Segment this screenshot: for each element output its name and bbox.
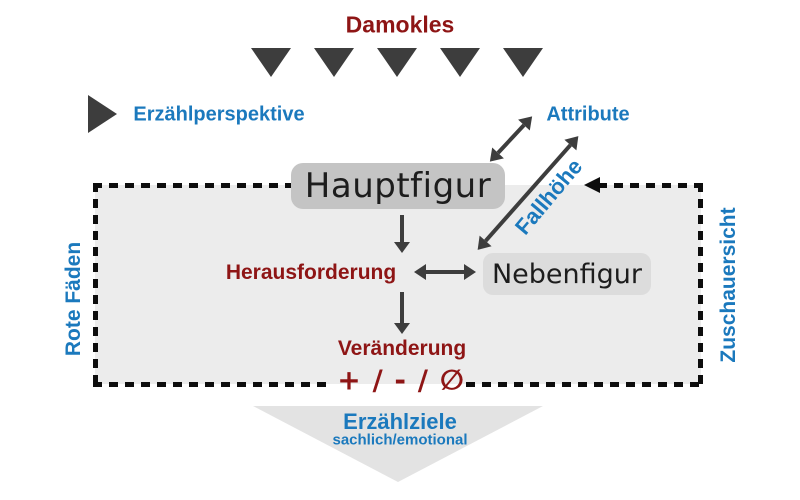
- arrowhead-left-icon: [584, 177, 600, 193]
- attribute-label: Attribute: [546, 103, 630, 126]
- triangle-right-icon: [88, 95, 117, 133]
- arrowhead-down-icon: [394, 323, 410, 334]
- erzaehlziele-sub-label: sachlich/emotional: [332, 431, 468, 449]
- triangle-down-icon: [251, 48, 291, 77]
- erzaehlperspektive-label: Erzählperspektive: [133, 103, 305, 126]
- dashed-border-bottom-right: [466, 382, 703, 387]
- zuschauersicht-label: Zuschauersicht: [717, 207, 740, 363]
- dashed-border-right: [698, 183, 703, 387]
- triangle-down-icon: [377, 48, 417, 77]
- damokles-label: Damokles: [345, 11, 455, 38]
- nebenfigur-label: Nebenfigur: [491, 258, 643, 290]
- herausforderung-label: Herausforderung: [225, 261, 397, 284]
- hauptfigur-label: Hauptfigur: [304, 166, 492, 206]
- arrow-herausforderung-to-veraenderung: [394, 292, 410, 334]
- arrowhead-icon: [464, 264, 476, 280]
- rote-faeden-label: Rote Fäden: [62, 241, 85, 357]
- arrowhead-icon: [414, 264, 426, 280]
- triangle-down-icon: [503, 48, 543, 77]
- attribute-double-arrow: [484, 110, 538, 168]
- dashed-border-bottom-left: [93, 382, 330, 387]
- erzaehlziele-label: Erzählziele: [343, 409, 457, 434]
- arrowhead-down-icon: [394, 242, 410, 253]
- triangle-down-icon: [440, 48, 480, 77]
- veraenderung-label: Veränderung: [337, 337, 467, 360]
- triangle-down-icon: [314, 48, 354, 77]
- arrow-herausforderung-nebenfigur: [414, 264, 476, 280]
- outcome-symbols-label: + / - / ∅: [337, 363, 465, 397]
- dashed-border-top-left: [93, 183, 300, 188]
- damokles-swords-row: [251, 48, 543, 77]
- dashed-border-left: [93, 183, 98, 387]
- dashed-border-top-right: [598, 183, 703, 188]
- hauptfigur-node: Hauptfigur: [291, 163, 505, 209]
- nebenfigur-node: Nebenfigur: [483, 253, 651, 295]
- arrow-hauptfigur-to-herausforderung: [394, 215, 410, 253]
